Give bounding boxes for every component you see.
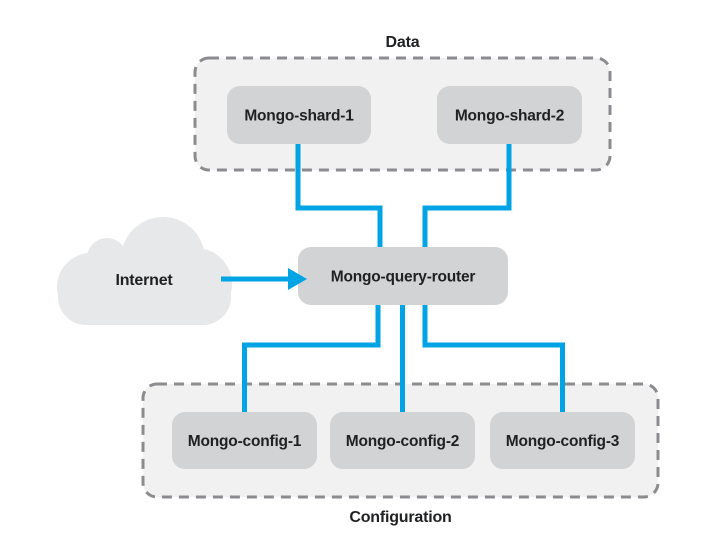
- configuration-group-label: Configuration: [349, 509, 451, 526]
- connector-shard2-to-router: [422, 143, 512, 248]
- connector-router-to-config3: [422, 304, 565, 413]
- node-mongo-query-router: [298, 247, 508, 305]
- internet-to-router-arrow-icon: [221, 268, 307, 290]
- node-mongo-config-2-label: Mongo-config-2: [346, 433, 459, 450]
- internet-label: Internet: [115, 272, 173, 289]
- node-mongo-shard-1: [227, 86, 371, 144]
- connector-router-to-config1: [242, 304, 381, 413]
- node-mongo-config-1: [172, 412, 317, 469]
- node-mongo-config-3: [490, 412, 635, 469]
- node-mongo-shard-1-label: Mongo-shard-1: [244, 108, 354, 125]
- node-mongo-shard-2-label: Mongo-shard-2: [455, 108, 564, 125]
- node-mongo-shard-2: [437, 86, 582, 144]
- internet-cloud-icon: [57, 217, 232, 325]
- node-mongo-config-2: [330, 412, 475, 469]
- connector-shard1-to-router: [295, 143, 383, 248]
- node-mongo-config-3-label: Mongo-config-3: [506, 433, 620, 450]
- node-mongo-query-router-label: Mongo-query-router: [331, 269, 476, 286]
- data-group-label: Data: [386, 34, 420, 51]
- node-mongo-config-1-label: Mongo-config-1: [188, 433, 302, 450]
